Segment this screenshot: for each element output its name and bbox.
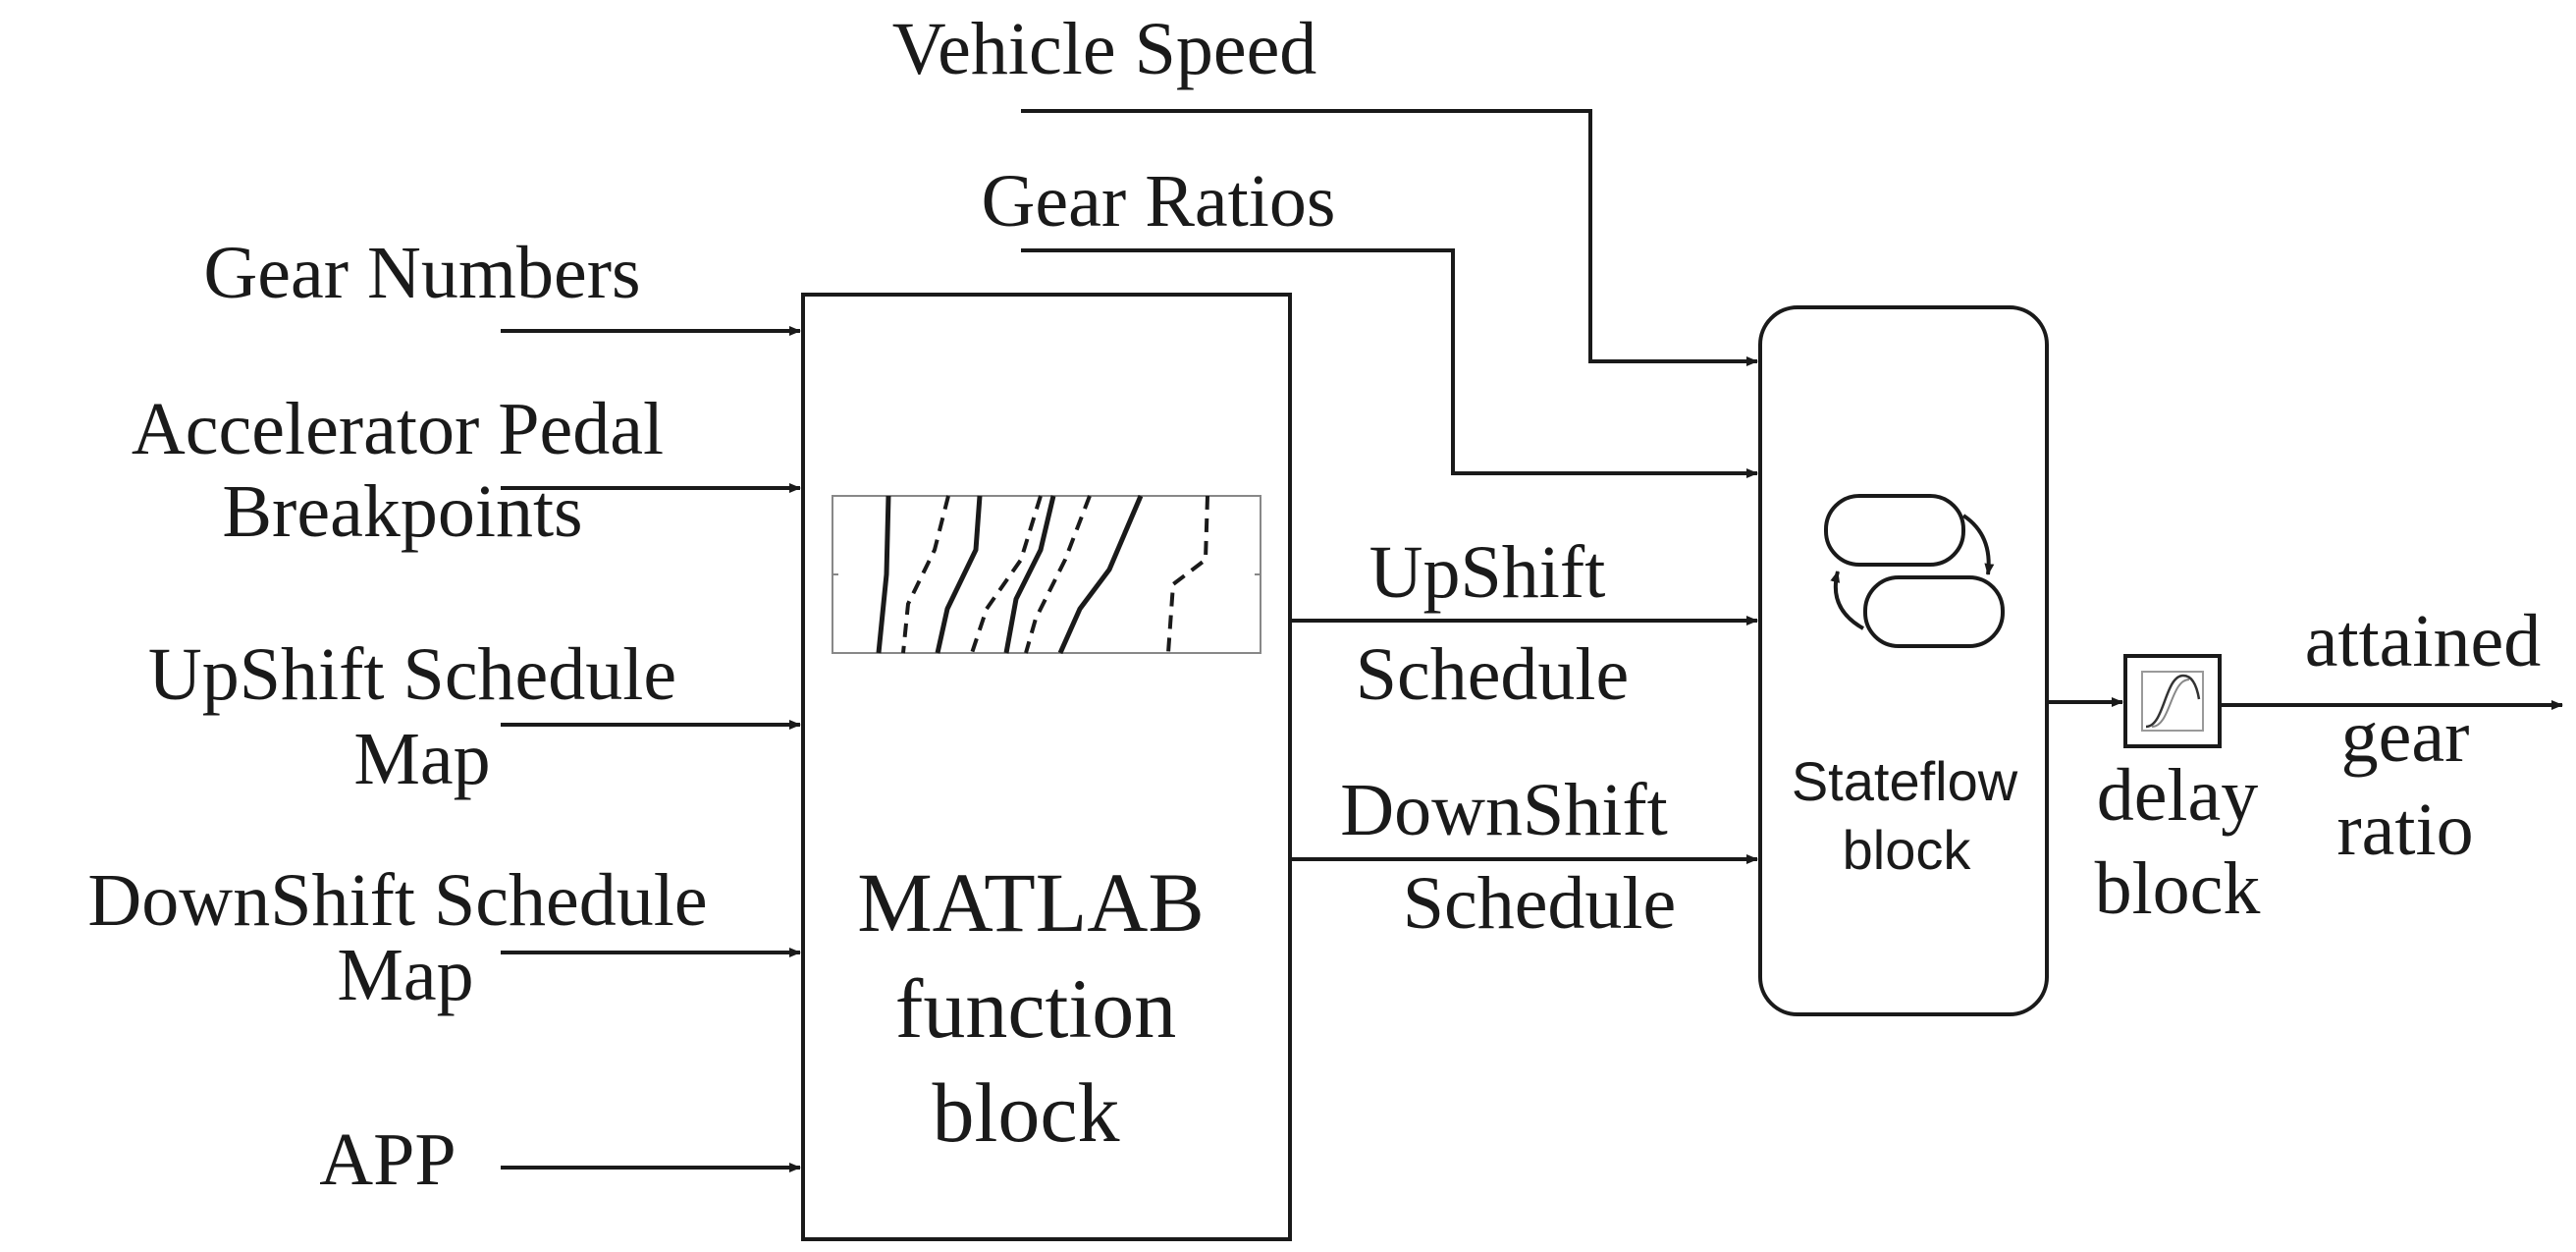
attained-label: attained (2305, 600, 2542, 682)
gear-numbers-label: Gear Numbers (203, 232, 640, 314)
upshift-signal-label: UpShift (1369, 531, 1606, 614)
state-chart-icon (1824, 494, 2005, 648)
delay-label: delay (2097, 754, 2259, 837)
stateflow-block-title: Stateflow (1792, 750, 2018, 812)
ratio-label: ratio (2336, 789, 2473, 871)
matlab-function-block[interactable] (801, 293, 1292, 1241)
downshift-map-label: Map (337, 934, 473, 1016)
stateflow-block[interactable] (1758, 305, 2049, 1016)
delay-waveform-icon (2141, 671, 2204, 732)
stateflow-block-block: block (1843, 819, 1972, 881)
matlab-block-title: MATLAB (857, 855, 1205, 950)
breakpoints-label: Breakpoints (222, 470, 582, 553)
matlab-block-block: block (932, 1065, 1119, 1160)
delay-block-label: block (2095, 847, 2261, 930)
accelerator-pedal-label: Accelerator Pedal (132, 388, 664, 470)
downshift-schedule-map-label: DownShift Schedule (87, 859, 707, 942)
gear-ratios-wire (1021, 248, 1758, 478)
app-label: APP (319, 1118, 456, 1201)
downshift-schedule-signal-label: Schedule (1403, 862, 1677, 945)
upshift-map-label: Map (353, 718, 490, 800)
vehicle-speed-label: Vehicle Speed (892, 8, 1317, 90)
shift-schedule-curves-icon (832, 495, 1261, 655)
upshift-schedule-signal-label: Schedule (1356, 633, 1630, 716)
gear-label: gear (2341, 695, 2470, 778)
upshift-schedule-map-label: UpShift Schedule (148, 633, 676, 716)
gear-ratios-label: Gear Ratios (982, 160, 1336, 243)
vehicle-speed-wire (1021, 109, 1758, 366)
downshift-signal-label: DownShift (1340, 769, 1668, 851)
matlab-block-function: function (895, 961, 1177, 1056)
